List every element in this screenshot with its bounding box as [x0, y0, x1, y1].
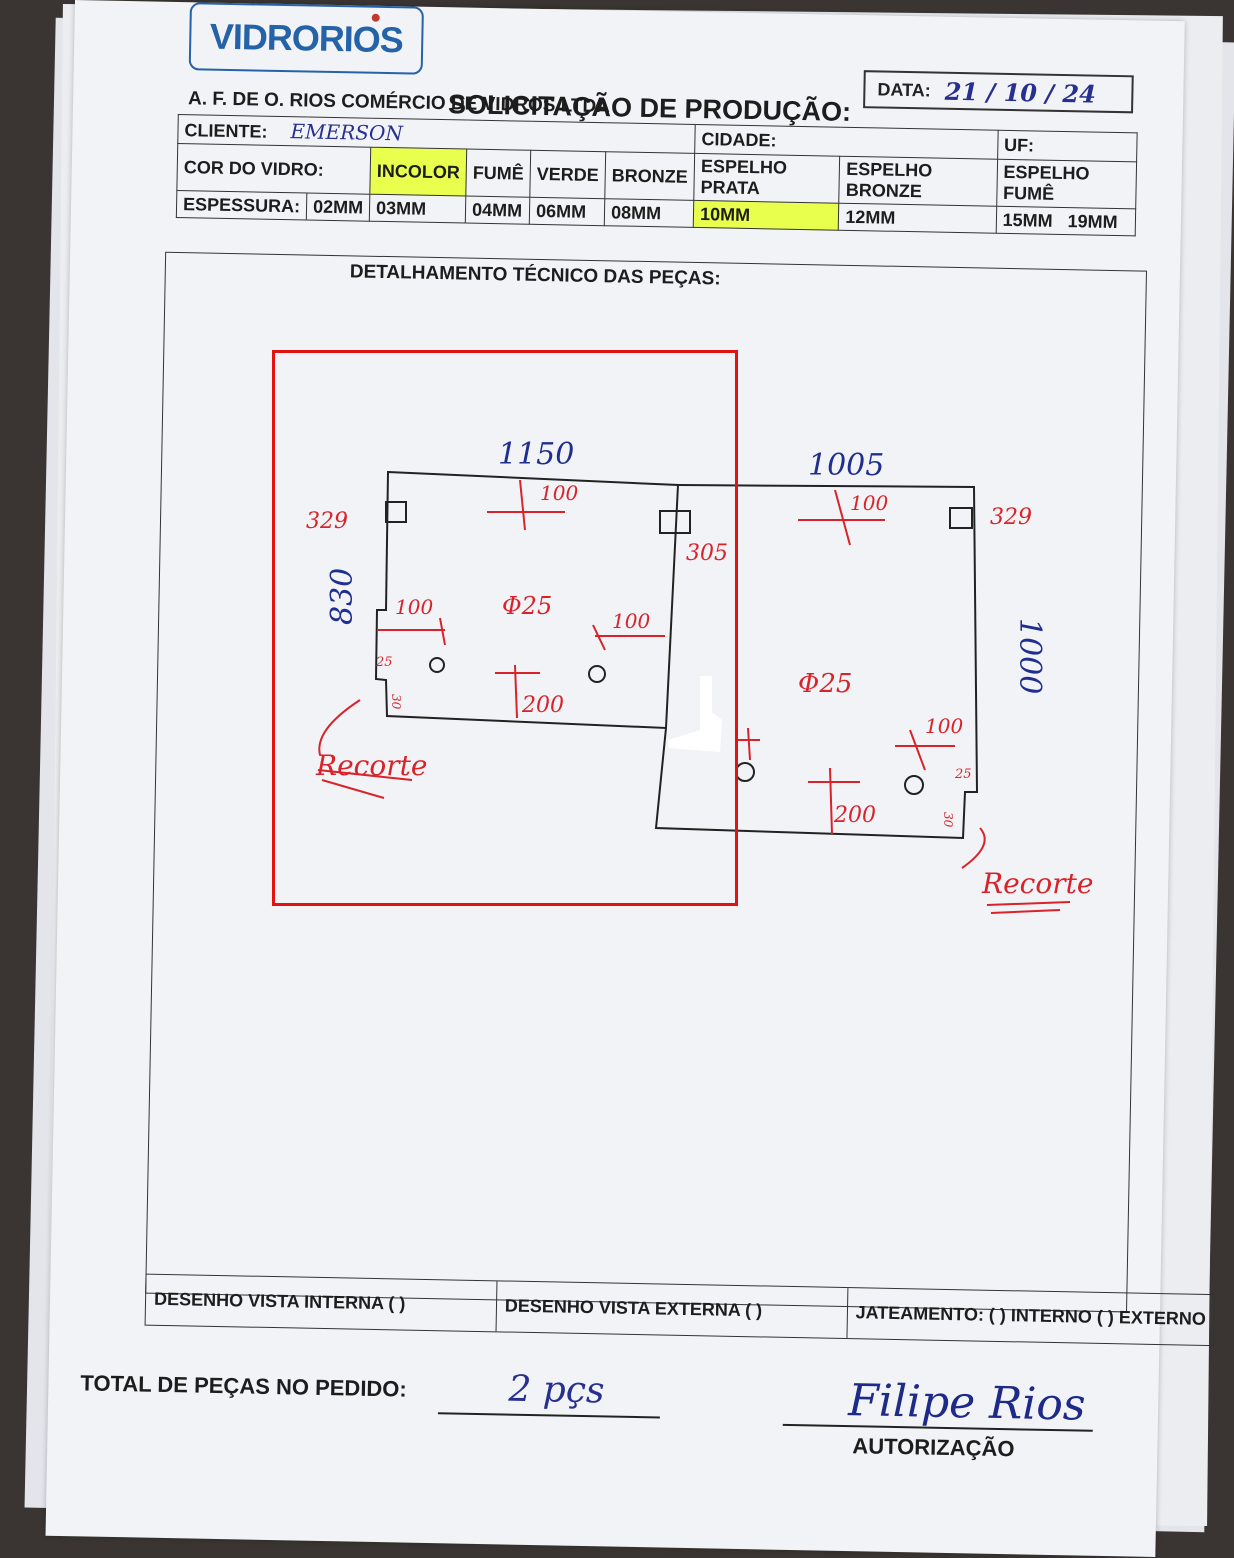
thickness-option-19mm: 19MM — [1067, 210, 1118, 232]
thickness-option-15mm-19mm: 15MM 19MM — [995, 206, 1136, 236]
color-option-bronze: BRONZE — [604, 151, 695, 201]
vidrorios-logo: VIDRORIOS — [188, 2, 424, 75]
internal-view-option: DESENHO VISTA INTERNA ( ) — [145, 1274, 498, 1332]
date-value: 21 / 10 / 24 — [944, 76, 1097, 109]
external-view-option: DESENHO VISTA EXTERNA ( ) — [496, 1281, 849, 1339]
uf-label: UF: — [1003, 134, 1035, 155]
thickness-option-10mm: 10MM — [693, 200, 840, 231]
total-pieces-value: 2 pçs — [508, 1368, 605, 1412]
thickness-option-15mm: 15MM — [1002, 209, 1053, 231]
color-option-espelho-fume: ESPELHO FUMÊ — [996, 159, 1137, 209]
thickness-option-02mm: 02MM — [306, 192, 370, 222]
signature: Filipe Rios — [847, 1375, 1086, 1431]
client-label: CLIENTE: — [184, 120, 268, 142]
thickness-option-04mm: 04MM — [465, 196, 530, 225]
color-option-espelho-bronze: ESPELHO BRONZE — [839, 156, 998, 207]
date-label: DATA: — [877, 78, 931, 100]
thickness-option-12mm: 12MM — [838, 203, 997, 234]
date-box: DATA: 21 / 10 / 24 — [863, 70, 1134, 114]
city-label: CIDADE: — [701, 128, 777, 150]
client-value: EMERSON — [290, 119, 404, 146]
color-option-verde: VERDE — [529, 150, 606, 199]
thickness-option-03mm: 03MM — [369, 194, 466, 224]
color-option-incolor: INCOLOR — [369, 147, 467, 197]
order-form-table: CLIENTE: EMERSON CIDADE: UF: COR DO VIDR… — [176, 114, 1138, 236]
thickness-option-06mm: 06MM — [529, 197, 605, 226]
glass-color-label: COR DO VIDRO: — [176, 143, 371, 195]
total-pieces-line — [437, 1412, 660, 1419]
thickness-label: ESPESSURA: — [176, 190, 307, 220]
total-pieces-label: TOTAL DE PEÇAS NO PEDIDO: — [80, 1370, 408, 1402]
color-option-espelho-prata: ESPELHO PRATA — [693, 153, 841, 204]
authorization-label: AUTORIZAÇÃO — [852, 1433, 1015, 1462]
color-option-fume: FUMÊ — [465, 149, 531, 198]
sandblasting-option: JATEAMENTO: ( ) INTERNO ( ) EXTERNO — [855, 1302, 1207, 1329]
highlight-box — [272, 350, 738, 906]
thickness-option-08mm: 08MM — [604, 198, 694, 228]
uf-cell: UF: — [997, 130, 1138, 162]
